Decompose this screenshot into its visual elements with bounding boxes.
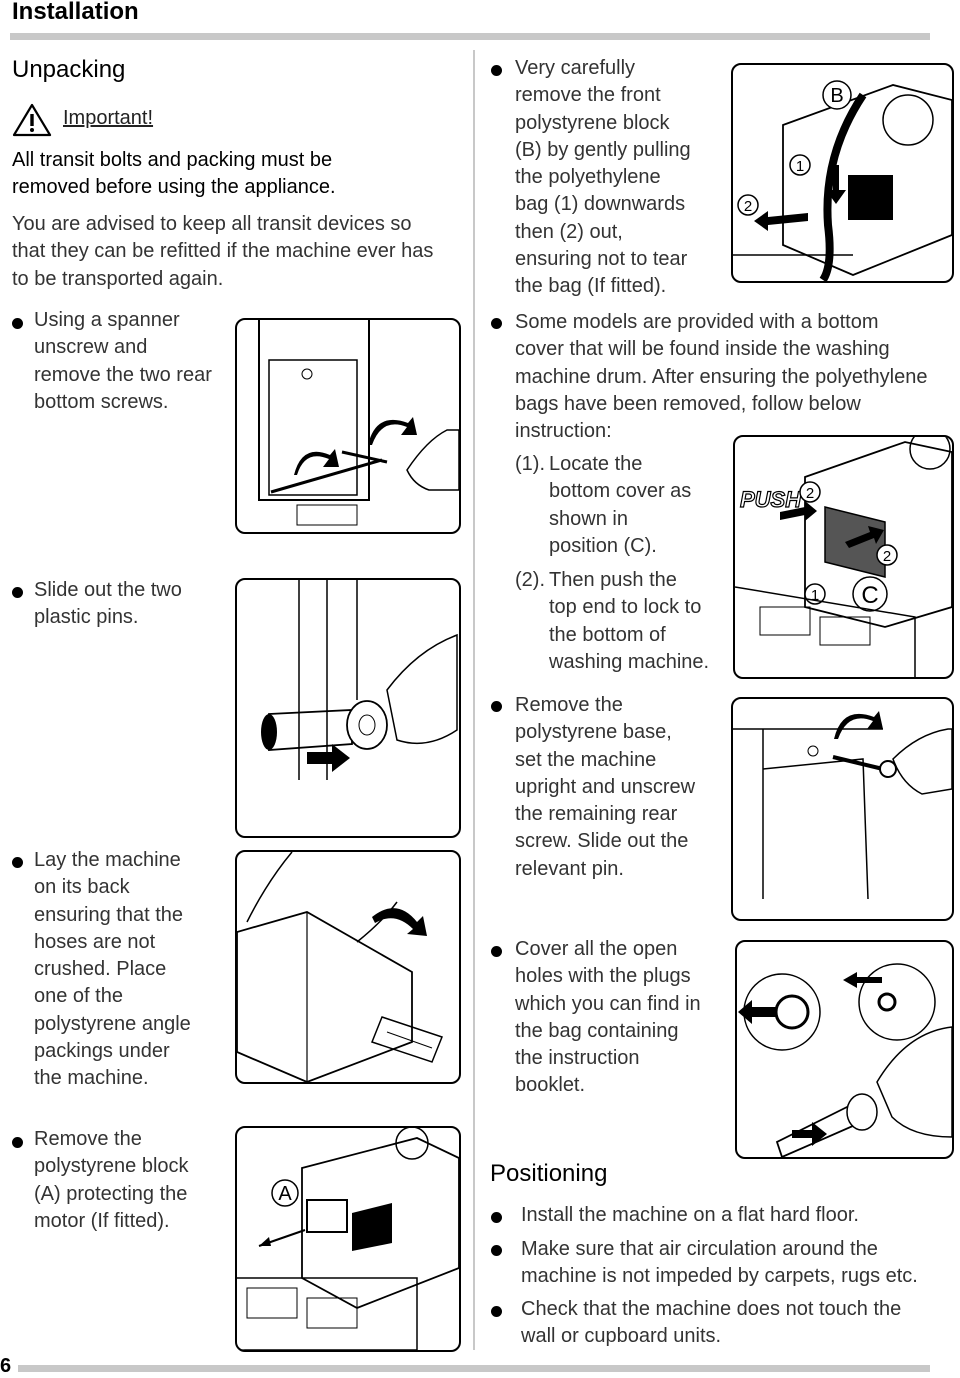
figure-block-b: B 1 2 [731, 63, 954, 283]
header-rule [10, 33, 930, 40]
footer-rule [18, 1365, 930, 1372]
figure-bottom-cover-c: PUSH 2 2 C 1 [733, 435, 954, 679]
bullet [491, 318, 502, 329]
advice-text: You are advised to keep all transit devi… [12, 213, 434, 290]
bullet [491, 65, 502, 76]
bullet [491, 1245, 502, 1256]
figure-block-a: A [235, 1126, 461, 1352]
bullet [491, 1306, 502, 1317]
svg-text:2: 2 [883, 548, 891, 565]
warning-icon [12, 103, 52, 137]
bullet [12, 857, 23, 868]
page-title: Installation [12, 0, 139, 25]
figure-rear-screw-upright [731, 697, 954, 921]
svg-text:PUSH: PUSH [740, 487, 802, 512]
svg-text:1: 1 [796, 158, 804, 175]
substep-num: (1). [515, 453, 545, 475]
bullet [12, 587, 23, 598]
figure-plugs [735, 940, 954, 1159]
figure-plastic-pins [235, 578, 461, 838]
bullet [491, 946, 502, 957]
section-title-unpacking: Unpacking [12, 56, 126, 83]
bullet [491, 701, 502, 712]
column-divider [473, 50, 475, 1350]
bullet [12, 318, 23, 329]
svg-text:A: A [278, 1183, 292, 1205]
positioning-text: Make sure that air circulation around th… [521, 1238, 918, 1288]
substep-num: (2). [515, 569, 545, 591]
svg-text:2: 2 [744, 198, 752, 215]
svg-text:1: 1 [811, 587, 819, 604]
svg-text:C: C [861, 582, 878, 609]
important-label: Important! [63, 107, 154, 129]
figure-machine-on-back [235, 850, 461, 1084]
positioning-text: Check that the machine does not touch th… [521, 1298, 902, 1348]
svg-text:B: B [830, 85, 843, 107]
figure-rear-screws [235, 318, 461, 534]
section-title-positioning: Positioning [490, 1160, 608, 1187]
bullet [491, 1212, 502, 1223]
positioning-text: Install the machine on a flat hard floor… [521, 1204, 859, 1226]
bullet [12, 1137, 23, 1148]
svg-text:2: 2 [806, 485, 814, 502]
page-number: 6 [0, 1355, 12, 1377]
